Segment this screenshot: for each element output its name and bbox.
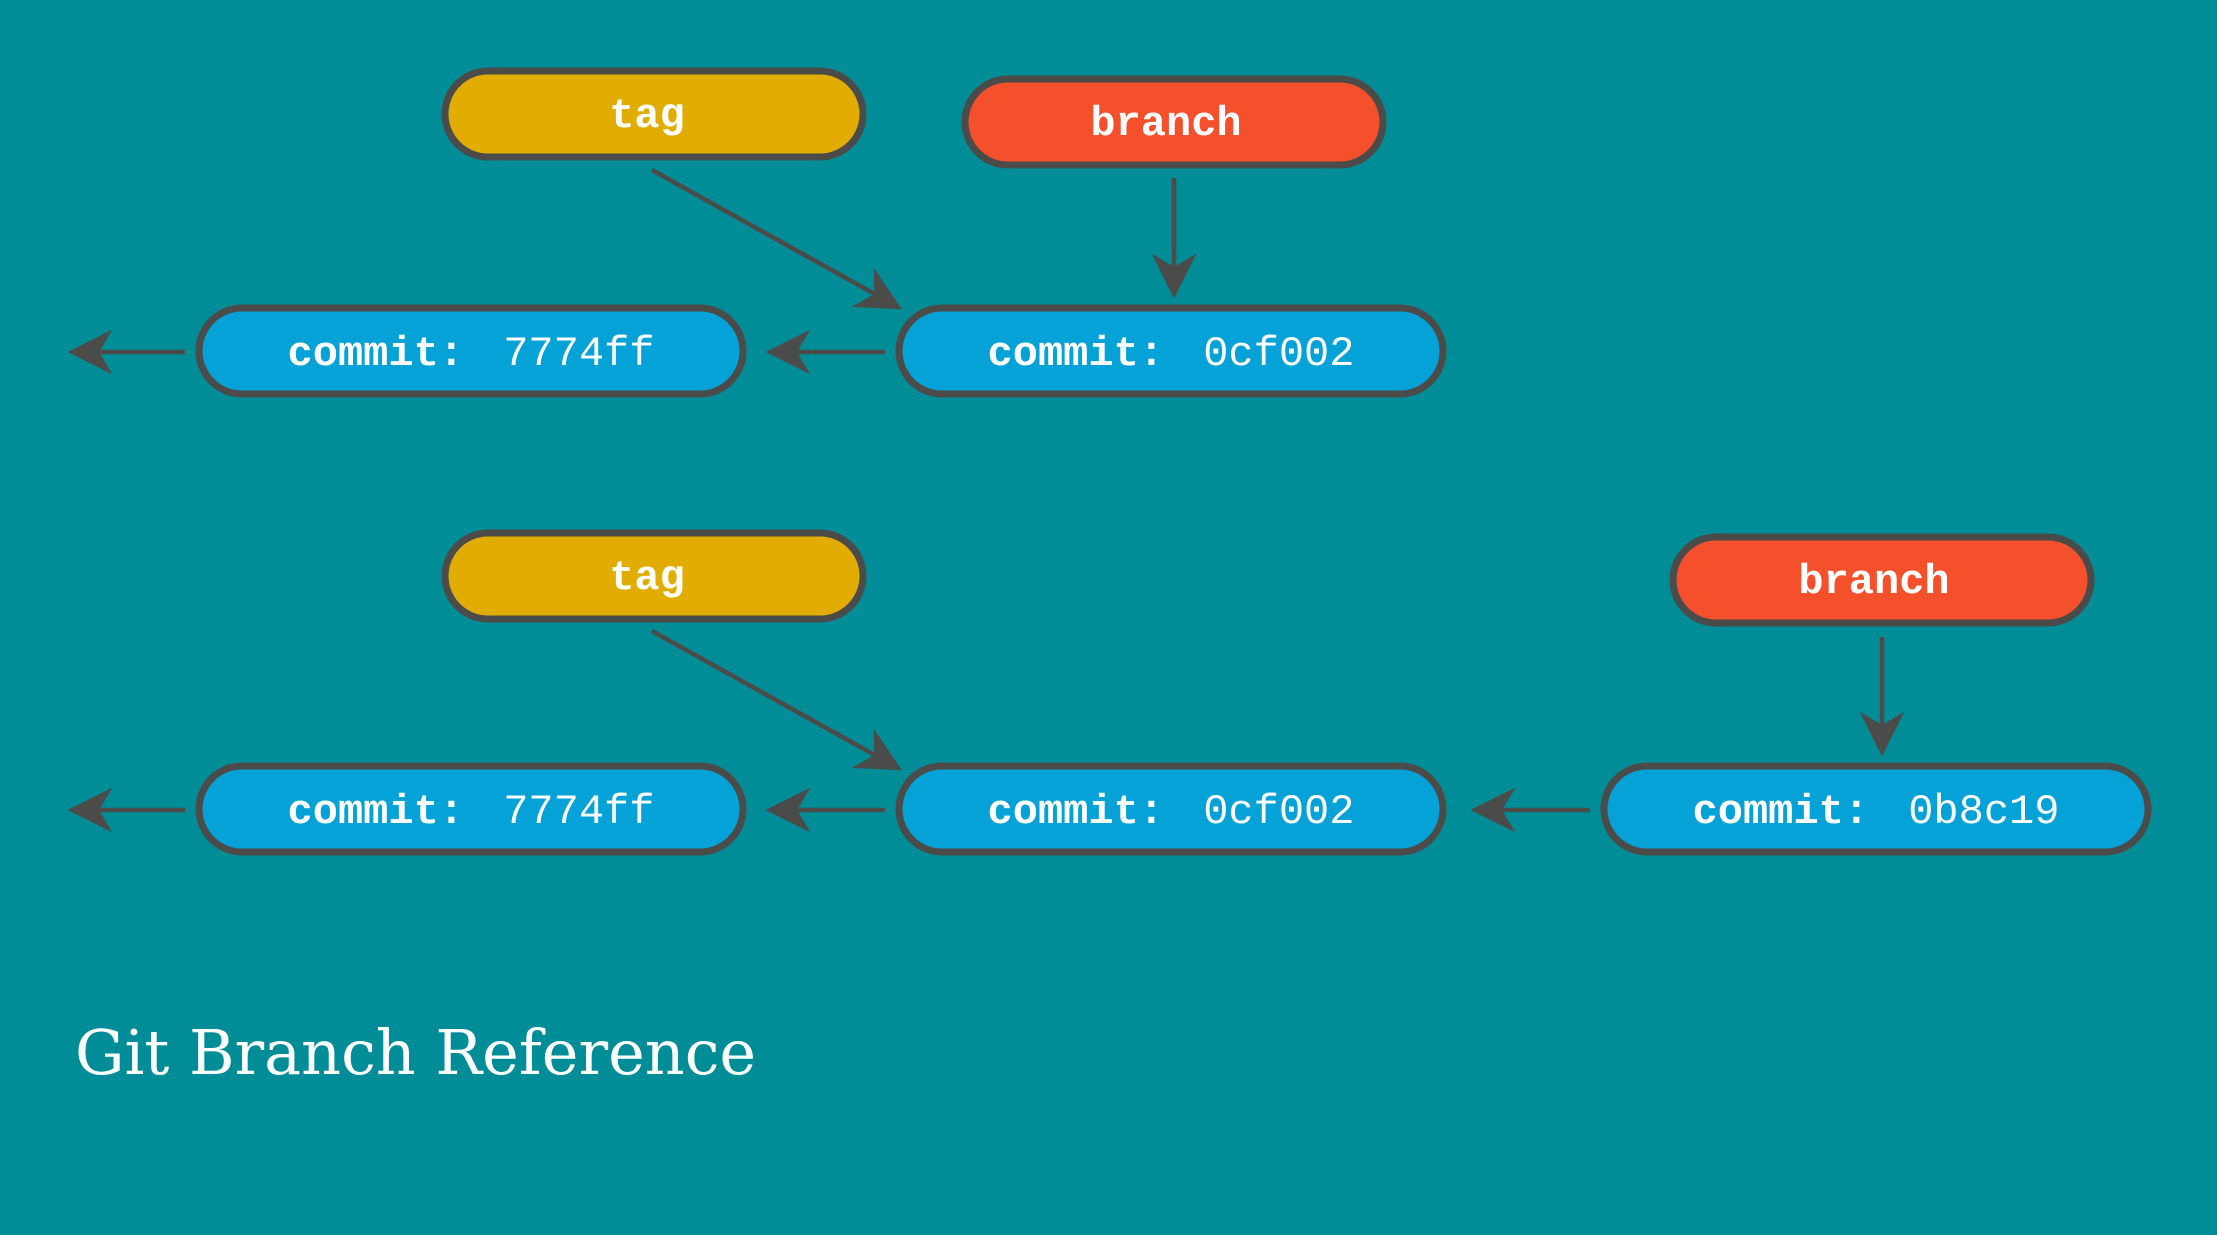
commit-hash: 0cf002 — [1203, 330, 1354, 378]
commit-node: commit: 7774ff — [195, 304, 747, 398]
commit-node: commit: 0b8c19 — [1600, 762, 2152, 856]
branch-pill: branch — [1669, 533, 2095, 627]
svg-text:commit: 0cf002: commit: 0cf002 — [988, 330, 1355, 378]
commit-hash: 0b8c19 — [1908, 788, 2059, 836]
commit-prefix: commit: — [288, 788, 464, 836]
tag-label: tag — [609, 554, 685, 602]
commit-hash: 0cf002 — [1203, 788, 1354, 836]
tag-pill: tag — [441, 529, 867, 623]
commit-hash: 7774ff — [503, 788, 654, 836]
commit-prefix: commit: — [288, 330, 464, 378]
diagram-before: tag branch commit: 7774ff commit: 0cf002 — [67, 67, 1447, 398]
arrow-tag-to-commit — [650, 168, 902, 310]
svg-text:commit: 7774ff: commit: 7774ff — [288, 330, 655, 378]
diagram-caption: Git Branch Reference — [75, 1016, 757, 1089]
commit-node: commit: 7774ff — [195, 762, 747, 856]
diagram-after: tag branch commit: 7774ff commit: 0cf002 — [67, 529, 2152, 856]
commit-prefix: commit: — [1693, 788, 1869, 836]
commit-prefix: commit: — [988, 788, 1164, 836]
commit-node: commit: 0cf002 — [895, 304, 1447, 398]
branch-pill: branch — [961, 75, 1387, 169]
commit-hash: 7774ff — [503, 330, 654, 378]
branch-label: branch — [1090, 100, 1241, 148]
tag-pill: tag — [441, 67, 867, 161]
commit-prefix: commit: — [988, 330, 1164, 378]
svg-text:commit: 0cf002: commit: 0cf002 — [988, 788, 1355, 836]
svg-text:commit: 7774ff: commit: 7774ff — [288, 788, 655, 836]
svg-text:commit: 0b8c19: commit: 0b8c19 — [1693, 788, 2060, 836]
tag-label: tag — [609, 92, 685, 140]
commit-node: commit: 0cf002 — [895, 762, 1447, 856]
branch-label: branch — [1798, 558, 1949, 606]
arrow-tag-to-commit — [650, 629, 902, 771]
